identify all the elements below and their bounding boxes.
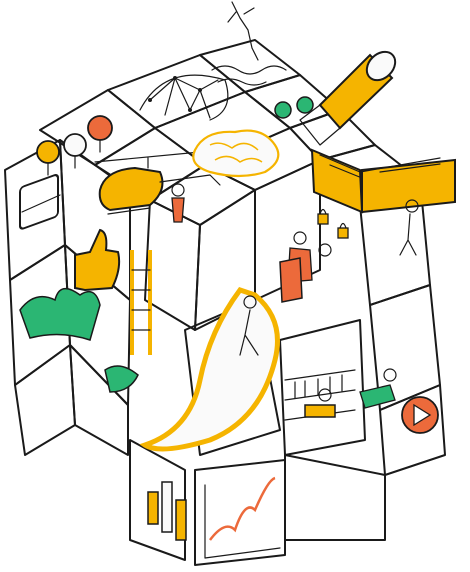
lightbulb-icon <box>36 115 113 176</box>
thumbs-up-icon <box>74 228 121 292</box>
briefcase-icon <box>19 174 61 230</box>
cube-inner-blocks <box>144 159 366 456</box>
telescope-icon <box>299 50 397 146</box>
network-dome-icon <box>139 74 229 121</box>
people-figures <box>171 183 419 409</box>
bar-chart-icon <box>147 481 187 541</box>
bookshelf-icon <box>284 369 356 421</box>
ladder-icon <box>130 250 152 355</box>
play-button-icon <box>401 396 439 434</box>
brain-icon <box>192 129 280 178</box>
globe-icon <box>274 96 314 119</box>
plant-icon <box>19 287 139 393</box>
diver-icon <box>211 1 287 86</box>
open-book-icon <box>310 148 456 214</box>
helicopter-icon <box>94 151 221 215</box>
padlock-icon <box>317 208 349 239</box>
slide-icon <box>139 287 280 452</box>
desk-icon <box>279 257 303 303</box>
line-chart-icon <box>204 476 281 559</box>
